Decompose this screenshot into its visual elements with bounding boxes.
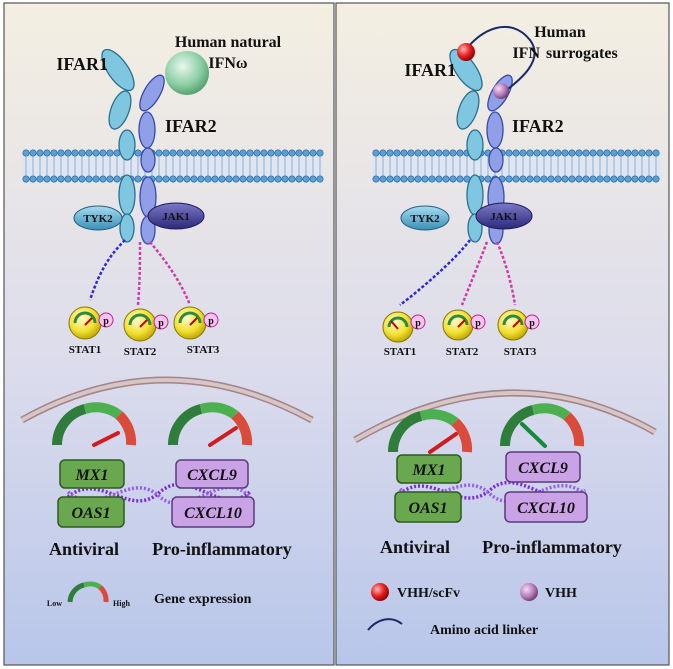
left-caption-inflammatory: Pro-inflammatory [152,539,292,559]
right-ifar1-label: IFAR1 [404,60,456,80]
svg-text:OAS1: OAS1 [408,500,447,517]
right-tyk2-blob [400,205,450,231]
right-gene-mx1: MX1 [396,454,462,484]
ifn-omega-ball [165,51,209,95]
right-stat1: p STAT1 [382,311,426,358]
legend-vhh: VHH [520,583,577,601]
right-stat1-label: STAT1 [384,346,417,358]
legend-vhh-scfv: VHH/scFv [371,583,460,601]
lipid-bilayer [372,149,660,183]
svg-text:p: p [529,318,535,329]
left-tail-stat3 [149,241,192,306]
legend-gene-expression: Low High Gene expression [47,581,252,608]
lipid-bilayer [22,149,324,183]
left-gene-oas1: OAS1 [57,496,125,528]
right-stat3: p STAT3 [497,309,540,358]
left-gene-cxcl10: CXCL10 [171,496,255,528]
left-stat3-label: STAT3 [187,344,220,356]
left-ifn-title-line1: Human natural [175,34,282,51]
svg-text:CXCL10: CXCL10 [184,505,242,522]
right-title-surrogates: surrogates [546,45,618,62]
svg-text:VHH/scFv: VHH/scFv [397,586,460,601]
left-tail-stat2 [136,241,142,306]
left-ifar1-label: IFAR1 [56,54,108,74]
right-ifar2-label: IFAR2 [512,116,564,136]
svg-text:VHH: VHH [545,586,577,601]
right-title-ifn: IFN [512,45,540,62]
left-tyk2-label: TYK2 [83,213,113,225]
left-gauge-antiviral [51,402,137,447]
svg-text:p: p [415,318,421,329]
surrogate-linker [465,25,536,93]
left-ifn-title-line2: IFNω [208,55,248,72]
surrogate-vhh-ball [493,83,509,99]
right-tail-stat2 [460,241,489,306]
left-stat2: p STAT2 [123,308,169,358]
left-ifar1 [101,48,136,243]
right-gene-oas1: OAS1 [394,491,462,523]
right-caption-inflammatory: Pro-inflammatory [482,537,622,557]
surrogate-vhh-scfv-ball [457,43,475,61]
right-gene-cxcl9: CXCL9 [505,451,581,483]
left-tail-stat1 [88,239,126,301]
svg-text:p: p [103,316,109,327]
right-stat3-label: STAT3 [504,346,537,358]
left-receptor-complex [22,48,324,306]
right-caption-antiviral: Antiviral [380,537,450,557]
right-gene-cxcl10: CXCL10 [504,491,588,523]
left-stat1: p STAT1 [68,306,114,356]
left-stat2-label: STAT2 [124,346,157,358]
svg-text:CXCL9: CXCL9 [187,467,237,484]
legend-high: High [113,599,130,608]
left-jak1-blob [147,202,205,230]
right-title-human: Human [534,24,586,41]
right-tail-stat3 [495,241,517,306]
right-stats: p STAT1 p STAT2 p STAT3 [382,309,540,358]
svg-text:p: p [475,318,481,329]
legend-low: Low [47,599,62,608]
svg-text:p: p [208,316,214,327]
right-tyk2-label: TYK2 [410,213,440,225]
svg-text:MX1: MX1 [412,462,446,479]
left-stat3: p STAT3 [173,306,220,356]
left-gene-cxcl9: CXCL9 [175,459,249,489]
right-tail-stat1 [399,239,471,306]
left-stats: p STAT1 p STAT2 p STAT3 [68,306,220,358]
left-stat1-label: STAT1 [69,344,102,356]
right-gauge-antiviral [387,409,473,454]
right-dna-helix [398,480,587,503]
right-stat2-label: STAT2 [446,346,479,358]
left-tyk2-blob [73,205,123,231]
svg-text:MX1: MX1 [75,467,109,484]
right-jak1-blob [475,202,533,230]
left-ifar2 [138,74,165,245]
right-stat2: p STAT2 [442,309,486,358]
svg-text:CXCL10: CXCL10 [517,500,575,517]
left-gauge-inflammatory [167,402,253,447]
left-ifar2-label: IFAR2 [165,116,217,136]
left-jak1-label: JAK1 [162,211,190,223]
legend-linker: Amino acid linker [367,618,538,638]
left-caption-antiviral: Antiviral [49,539,119,559]
svg-text:OAS1: OAS1 [71,505,110,522]
legend-gene-expression-label: Gene expression [154,592,252,607]
left-panel [3,2,335,666]
right-receptor-complex [372,25,662,306]
right-jak1-label: JAK1 [490,211,518,223]
svg-text:p: p [158,318,164,329]
svg-text:Amino acid linker: Amino acid linker [430,623,538,638]
left-gene-mx1: MX1 [59,459,125,489]
right-gauge-inflammatory [499,403,585,448]
svg-text:CXCL9: CXCL9 [518,460,568,477]
